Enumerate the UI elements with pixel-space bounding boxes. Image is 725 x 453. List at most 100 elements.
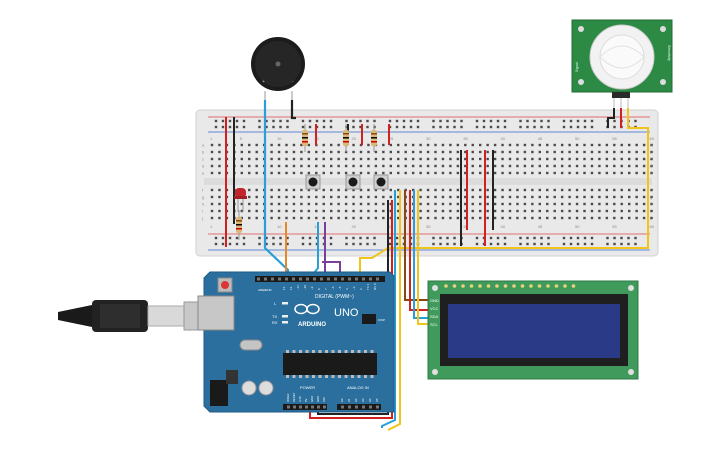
breadboard-hole[interactable] bbox=[382, 202, 385, 206]
rail-hole[interactable] bbox=[475, 242, 479, 246]
rail-hole[interactable] bbox=[366, 119, 369, 123]
breadboard-hole[interactable] bbox=[240, 209, 243, 213]
breadboard-hole[interactable] bbox=[307, 209, 311, 213]
rail-hole[interactable] bbox=[482, 125, 486, 129]
breadboard-hole[interactable] bbox=[240, 157, 243, 161]
power-pin[interactable] bbox=[317, 405, 320, 409]
breadboard-hole[interactable] bbox=[441, 150, 445, 154]
breadboard-hole[interactable] bbox=[277, 143, 281, 147]
breadboard-hole[interactable] bbox=[277, 171, 281, 175]
breadboard-hole[interactable] bbox=[613, 164, 616, 168]
breadboard-hole[interactable] bbox=[501, 188, 504, 192]
breadboard-hole[interactable] bbox=[270, 188, 273, 192]
breadboard-hole[interactable] bbox=[315, 209, 318, 213]
breadboard-hole[interactable] bbox=[523, 171, 527, 175]
breadboard-hole[interactable] bbox=[464, 157, 467, 161]
header-pin[interactable] bbox=[348, 277, 351, 281]
breadboard-hole[interactable] bbox=[620, 157, 623, 161]
rail-hole[interactable] bbox=[519, 119, 522, 123]
breadboard-hole[interactable] bbox=[434, 150, 437, 154]
breadboard-hole[interactable] bbox=[426, 209, 430, 213]
breadboard-hole[interactable] bbox=[456, 188, 460, 192]
breadboard-hole[interactable] bbox=[642, 157, 646, 161]
breadboard-hole[interactable] bbox=[285, 157, 288, 161]
breadboard-hole[interactable] bbox=[628, 216, 631, 220]
breadboard-hole[interactable] bbox=[486, 171, 489, 175]
breadboard-hole[interactable] bbox=[553, 209, 556, 213]
breadboard-hole[interactable] bbox=[300, 209, 303, 213]
breadboard-hole[interactable] bbox=[538, 188, 541, 192]
breadboard-hole[interactable] bbox=[359, 157, 363, 161]
breadboard-hole[interactable] bbox=[486, 188, 489, 192]
breadboard-hole[interactable] bbox=[590, 188, 594, 192]
breadboard-hole[interactable] bbox=[404, 143, 407, 147]
rail-hole[interactable] bbox=[533, 236, 536, 240]
rail-hole[interactable] bbox=[366, 242, 369, 246]
breadboard-hole[interactable] bbox=[277, 209, 281, 213]
header-pin[interactable] bbox=[306, 277, 309, 281]
breadboard-hole[interactable] bbox=[367, 216, 370, 220]
rail-hole[interactable] bbox=[503, 236, 507, 240]
breadboard-hole[interactable] bbox=[575, 209, 579, 213]
breadboard-hole[interactable] bbox=[479, 195, 482, 199]
breadboard-hole[interactable] bbox=[382, 150, 385, 154]
breadboard-hole[interactable] bbox=[523, 143, 527, 147]
rail-hole[interactable] bbox=[583, 119, 587, 123]
breadboard-hole[interactable] bbox=[270, 157, 273, 161]
breadboard-hole[interactable] bbox=[575, 171, 579, 175]
breadboard-hole[interactable] bbox=[642, 195, 646, 199]
pushbuttons[interactable] bbox=[305, 174, 389, 190]
breadboard-hole[interactable] bbox=[449, 216, 452, 220]
breadboard-hole[interactable] bbox=[471, 216, 474, 220]
breadboard-hole[interactable] bbox=[516, 171, 519, 175]
breadboard-hole[interactable] bbox=[575, 195, 579, 199]
breadboard-hole[interactable] bbox=[620, 143, 623, 147]
rail-hole[interactable] bbox=[475, 236, 479, 240]
breadboard-hole[interactable] bbox=[337, 216, 340, 220]
breadboard-hole[interactable] bbox=[248, 150, 251, 154]
breadboard-hole[interactable] bbox=[553, 195, 556, 199]
breadboard-hole[interactable] bbox=[389, 216, 392, 220]
breadboard-hole[interactable] bbox=[277, 164, 281, 168]
breadboard-hole[interactable] bbox=[635, 209, 638, 213]
breadboard-hole[interactable] bbox=[330, 195, 333, 199]
breadboard-hole[interactable] bbox=[560, 195, 564, 199]
breadboard-hole[interactable] bbox=[471, 157, 474, 161]
power-pin[interactable] bbox=[293, 405, 296, 409]
rail-hole[interactable] bbox=[359, 236, 362, 240]
breadboard-hole[interactable] bbox=[598, 209, 601, 213]
breadboard-hole[interactable] bbox=[434, 195, 437, 199]
rail-hole[interactable] bbox=[409, 119, 413, 123]
rail-hole[interactable] bbox=[620, 242, 623, 246]
breadboard-hole[interactable] bbox=[590, 202, 594, 206]
rail-hole[interactable] bbox=[329, 119, 333, 123]
breadboard-hole[interactable] bbox=[277, 202, 281, 206]
breadboard-hole[interactable] bbox=[277, 188, 281, 192]
breadboard-hole[interactable] bbox=[240, 216, 243, 220]
rail-hole[interactable] bbox=[569, 236, 573, 240]
rail-hole[interactable] bbox=[475, 125, 479, 129]
breadboard-hole[interactable] bbox=[568, 143, 571, 147]
rail-hole[interactable] bbox=[634, 236, 637, 240]
breadboard-hole[interactable] bbox=[486, 216, 489, 220]
breadboard-hole[interactable] bbox=[620, 188, 623, 192]
rail-hole[interactable] bbox=[540, 119, 543, 123]
terminal-strip-holes[interactable] bbox=[210, 143, 653, 220]
breadboard-hole[interactable] bbox=[456, 143, 460, 147]
breadboard-hole[interactable] bbox=[285, 171, 288, 175]
breadboard-hole[interactable] bbox=[307, 195, 311, 199]
breadboard-hole[interactable] bbox=[419, 195, 422, 199]
rail-hole[interactable] bbox=[489, 119, 493, 123]
breadboard-hole[interactable] bbox=[568, 150, 571, 154]
breadboard-hole[interactable] bbox=[568, 202, 571, 206]
rail-hole[interactable] bbox=[235, 236, 239, 240]
breadboard-hole[interactable] bbox=[240, 202, 243, 206]
breadboard-hole[interactable] bbox=[501, 209, 504, 213]
breadboard-hole[interactable] bbox=[471, 188, 474, 192]
breadboard-hole[interactable] bbox=[456, 164, 460, 168]
breadboard-hole[interactable] bbox=[598, 150, 601, 154]
breadboard-hole[interactable] bbox=[575, 143, 579, 147]
breadboard-hole[interactable] bbox=[538, 195, 541, 199]
pushbutton-icon[interactable] bbox=[373, 174, 389, 190]
